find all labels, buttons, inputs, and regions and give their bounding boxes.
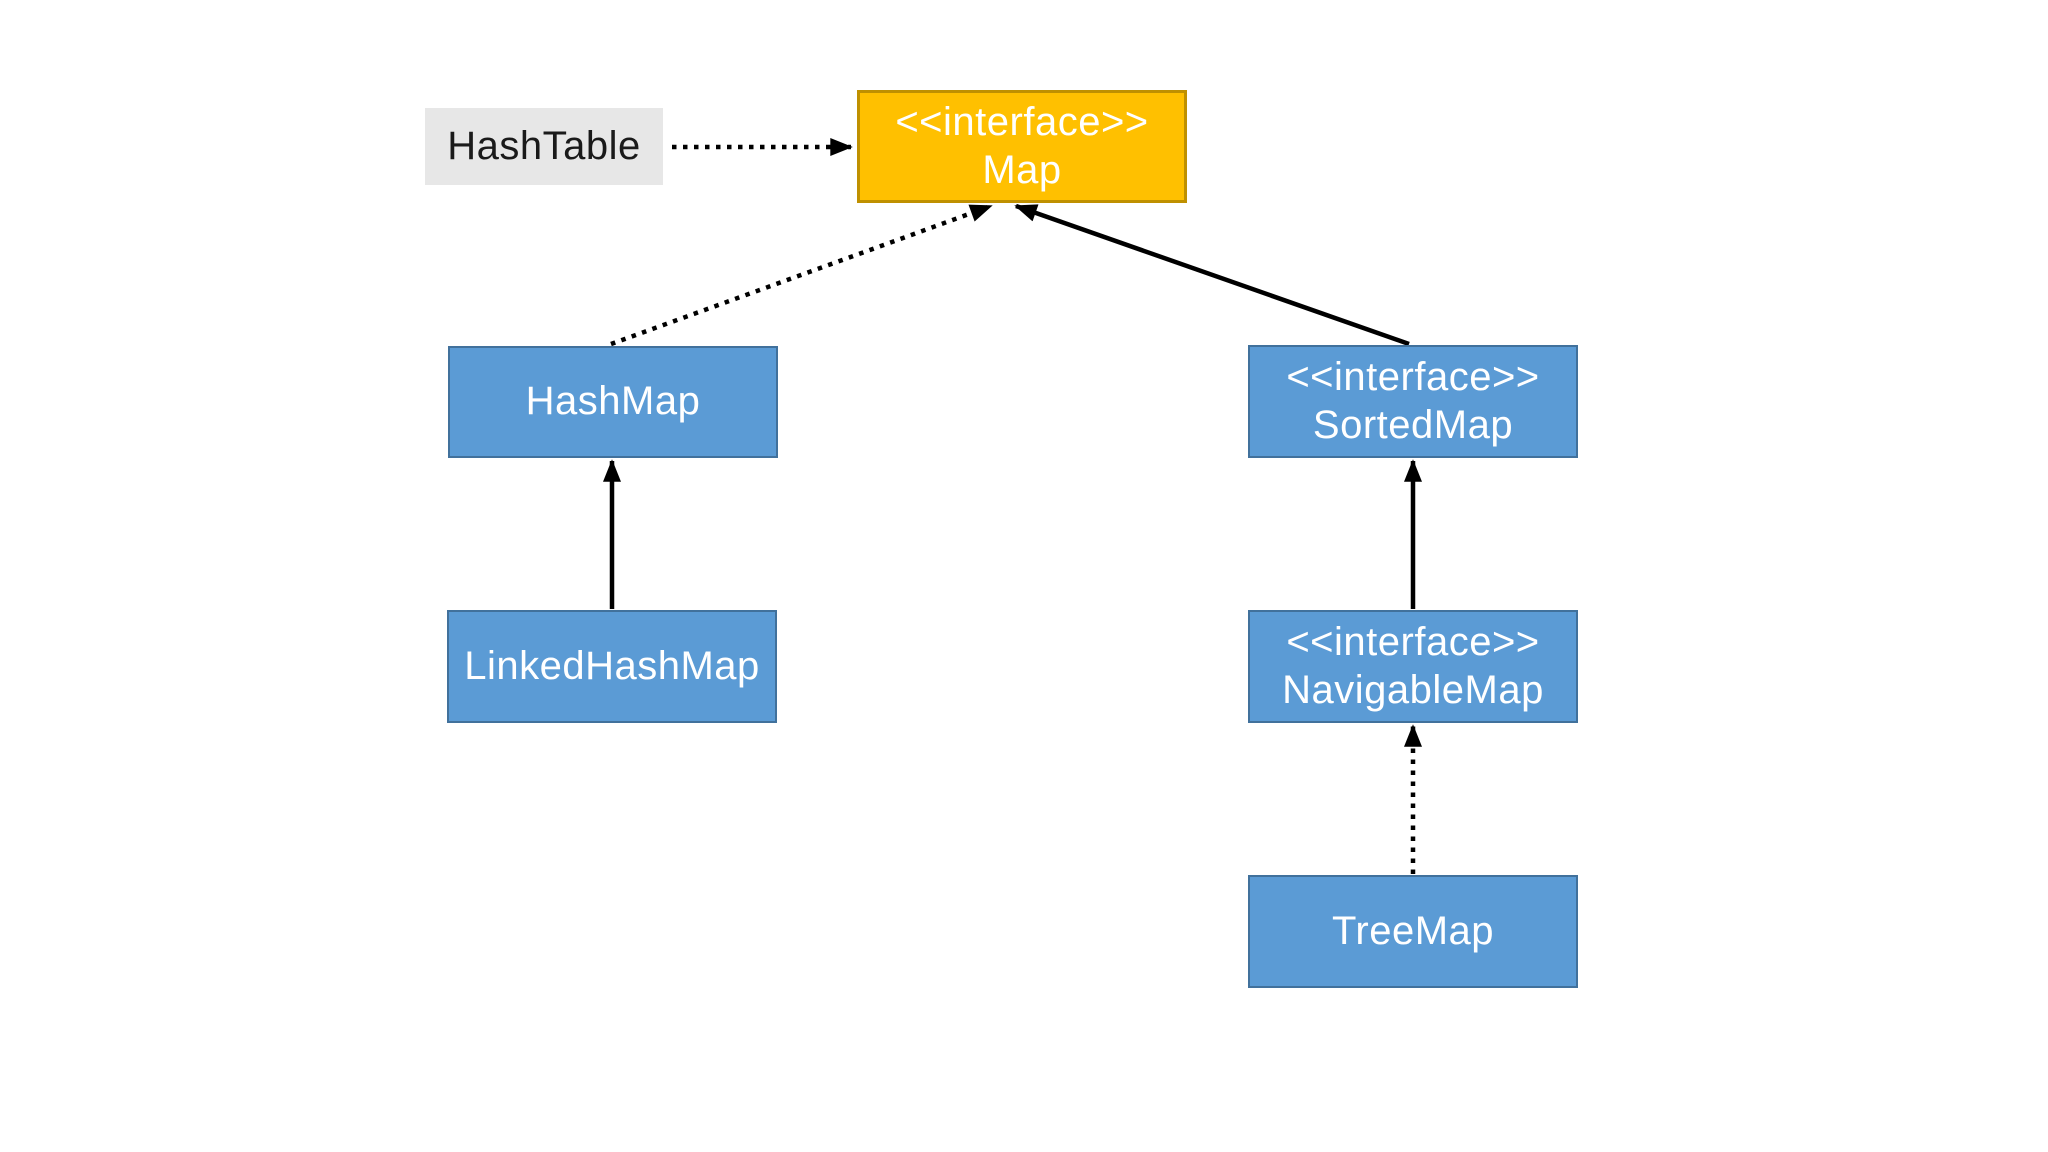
node-hashtable-label: HashTable xyxy=(447,123,641,168)
node-treemap: TreeMap xyxy=(1248,875,1578,988)
node-linkedhashmap-label: LinkedHashMap xyxy=(464,643,760,688)
node-linkedhashmap: LinkedHashMap xyxy=(447,610,777,723)
node-navigablemap-label: NavigableMap xyxy=(1282,667,1544,712)
node-map-label: Map xyxy=(982,147,1062,192)
node-treemap-label: TreeMap xyxy=(1331,908,1495,953)
edge-hashmap-to-map xyxy=(610,203,993,347)
node-navigablemap-interface: <<interface>> NavigableMap xyxy=(1248,610,1578,723)
node-hashmap-label: HashMap xyxy=(525,379,701,424)
node-sortedmap-stereotype: <<interface>> xyxy=(1286,355,1540,400)
node-hashtable: HashTable xyxy=(425,108,663,185)
node-map-stereotype: <<interface>> xyxy=(895,100,1149,145)
node-hashmap: HashMap xyxy=(448,346,778,458)
node-navigablemap-stereotype: <<interface>> xyxy=(1286,620,1540,665)
node-sortedmap-label: SortedMap xyxy=(1312,402,1514,447)
node-map-interface: <<interface>> Map xyxy=(857,90,1187,203)
edge-sortedmap-to-map xyxy=(1014,203,1410,347)
node-sortedmap-interface: <<interface>> SortedMap xyxy=(1248,345,1578,458)
